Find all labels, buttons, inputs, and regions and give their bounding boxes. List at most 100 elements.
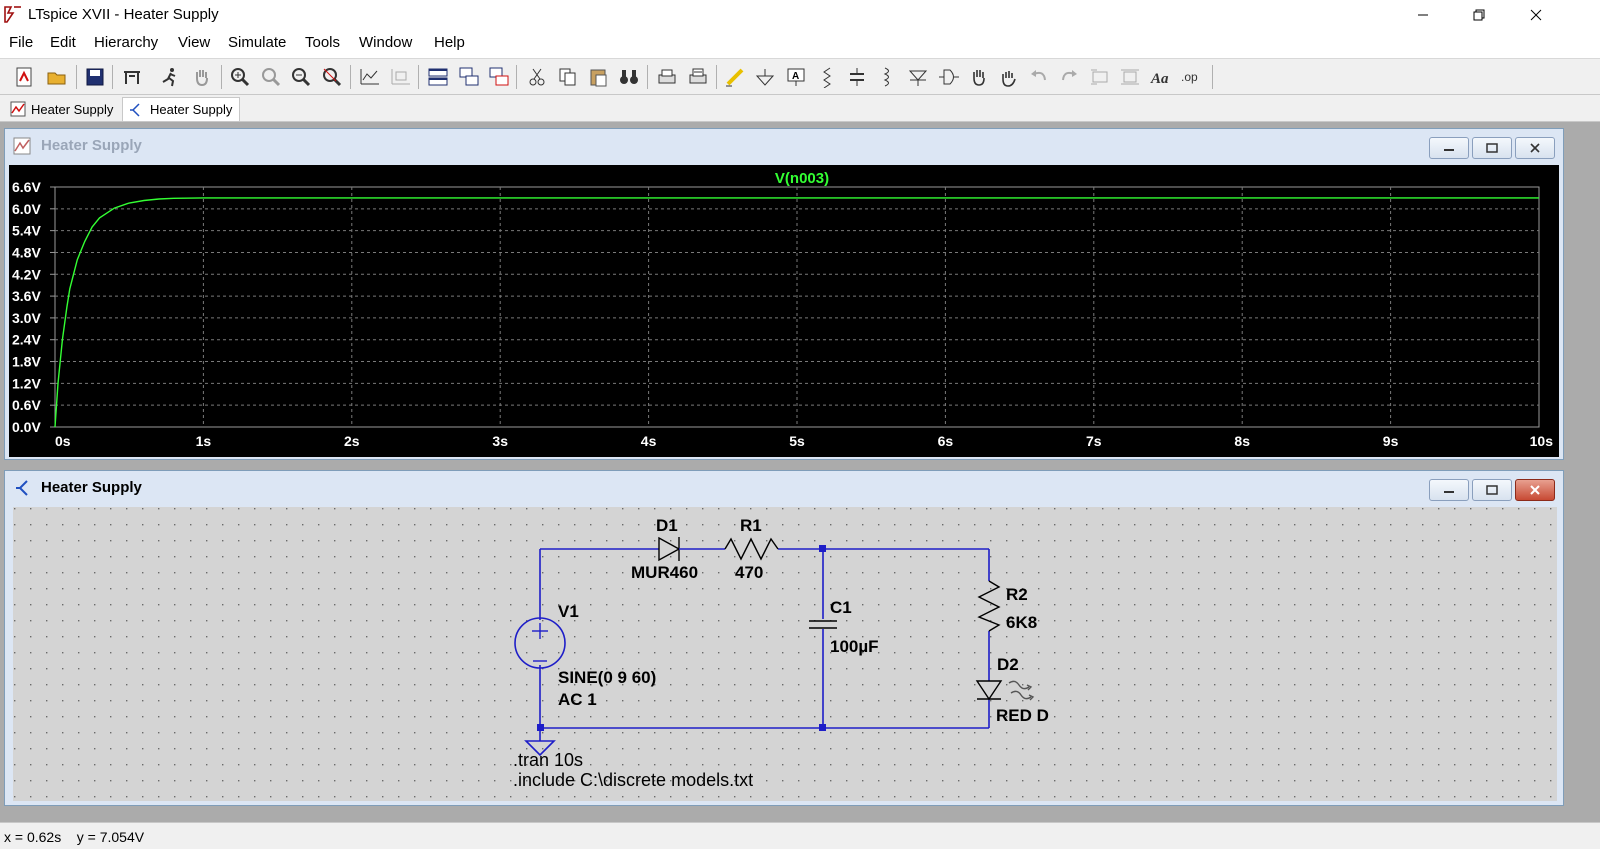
r1-ref[interactable]: R1 [740,516,762,535]
print-setup-icon[interactable] [685,64,711,90]
x-tick-label: 8s [1234,433,1250,449]
menu-simulate[interactable]: Simulate [228,34,287,51]
resistor-icon[interactable] [814,64,840,90]
v1-ac[interactable]: AC 1 [558,690,597,709]
schematic-icon [130,102,140,117]
d1-value[interactable]: MUR460 [631,563,698,582]
tile-horizontal-icon[interactable] [425,64,451,90]
junction [819,724,826,731]
ltspice-logo-icon [4,6,21,23]
waveform-close-button[interactable] [1515,137,1555,159]
d2-ref[interactable]: D2 [997,655,1019,674]
resistor-r2[interactable] [977,580,1001,632]
diode-d1[interactable] [658,536,725,562]
y-tick-label: 2.4V [12,332,41,348]
copy-icon[interactable] [555,64,581,90]
inductor-icon[interactable] [874,64,900,90]
c1-value[interactable]: 100µF [830,637,879,656]
menu-tools[interactable]: Tools [305,34,341,51]
svg-text:A: A [792,71,799,82]
paste-icon[interactable] [585,64,611,90]
led-d2[interactable] [975,680,1035,701]
capacitor-icon[interactable] [844,64,870,90]
cascade-icon[interactable] [456,64,482,90]
rotate-icon[interactable] [1087,64,1113,90]
undo-icon[interactable] [1026,64,1052,90]
waveform-window-titlebar: Heater Supply [5,129,1563,161]
svg-text:.op: .op [1181,70,1198,84]
control-panel-icon[interactable] [119,64,145,90]
waveform-minimize-button[interactable] [1429,137,1469,159]
drag-hand-icon[interactable] [996,64,1022,90]
schematic-window-title: Heater Supply [41,479,142,496]
grid-dots [13,507,1557,801]
menu-edit[interactable]: Edit [50,34,76,51]
print-icon[interactable] [654,64,680,90]
schematic-canvas[interactable]: D1 MUR460 R1 470 C1 100µF R2 6K8 [13,507,1557,801]
pan-icon[interactable] [258,64,284,90]
trace-label[interactable]: V(n003) [775,170,829,187]
cut-icon[interactable] [524,64,550,90]
redo-icon[interactable] [1056,64,1082,90]
zoom-in-icon[interactable] [227,64,253,90]
close-button[interactable] [1513,0,1559,30]
mirror-icon[interactable] [1117,64,1143,90]
diode-icon[interactable] [905,64,931,90]
menu-view[interactable]: View [178,34,211,51]
resistor-r1[interactable] [724,537,779,561]
autorange-icon[interactable] [357,64,383,90]
schematic-minimize-button[interactable] [1429,479,1469,501]
menu-window[interactable]: Window [359,34,413,51]
run-icon[interactable] [157,64,183,90]
component-icon[interactable] [936,64,962,90]
find-icon[interactable] [616,64,642,90]
save-icon[interactable] [82,64,108,90]
v1-value[interactable]: SINE(0 9 60) [558,668,656,687]
spice-directive-icon[interactable]: .op [1178,64,1204,90]
svg-text:Aa: Aa [1150,71,1169,87]
schematic-close-button[interactable] [1515,479,1555,501]
minimize-button[interactable] [1400,0,1446,30]
wires[interactable] [539,548,990,741]
schematic-maximize-button[interactable] [1472,479,1512,501]
y-tick-label: 6.6V [12,179,41,195]
tab-schematic[interactable]: Heater Supply [122,97,240,121]
open-icon[interactable] [44,64,70,90]
trace-v-n003[interactable] [54,197,1539,428]
ground-symbol[interactable] [524,740,556,757]
title-bar: LTspice XVII - Heater Supply [0,0,1600,30]
x-tick-label: 10s [1530,433,1554,449]
text-icon[interactable]: Aa [1148,64,1174,90]
move-hand-icon[interactable] [966,64,992,90]
d1-ref[interactable]: D1 [656,516,678,535]
zoom-fit-icon[interactable] [319,64,345,90]
menu-hierarchy[interactable]: Hierarchy [94,34,159,51]
ground-icon[interactable] [752,64,778,90]
tile-vertical-icon[interactable] [486,64,512,90]
draw-wire-icon[interactable] [722,64,748,90]
waveform-maximize-button[interactable] [1472,137,1512,159]
delete-trace-icon[interactable] [388,64,414,90]
spice-directive-tran[interactable]: .tran 10s [513,750,583,770]
r2-ref[interactable]: R2 [1006,585,1028,604]
menu-file[interactable]: File [9,34,34,51]
menu-help[interactable]: Help [434,34,465,51]
voltage-source-v1[interactable] [514,617,566,669]
new-schematic-icon[interactable] [12,64,38,90]
schematic-window-titlebar: Heater Supply [5,471,1563,503]
c1-ref[interactable]: C1 [830,598,852,617]
halt-hand-icon[interactable] [189,64,215,90]
r1-value[interactable]: 470 [735,563,763,582]
label-net-icon[interactable]: A [783,64,809,90]
window-title: LTspice XVII - Heater Supply [28,6,219,23]
restore-button[interactable] [1456,0,1502,30]
y-tick-label: 0.6V [12,397,41,413]
d2-value[interactable]: RED D [996,706,1049,725]
spice-directive-include[interactable]: .include C:\discrete models.txt [513,770,753,790]
v1-ref[interactable]: V1 [558,602,579,621]
tab-waveform[interactable]: Heater Supply [4,97,120,121]
capacitor-c1[interactable] [809,620,837,629]
r2-value[interactable]: 6K8 [1006,613,1037,632]
zoom-out-icon[interactable] [288,64,314,90]
